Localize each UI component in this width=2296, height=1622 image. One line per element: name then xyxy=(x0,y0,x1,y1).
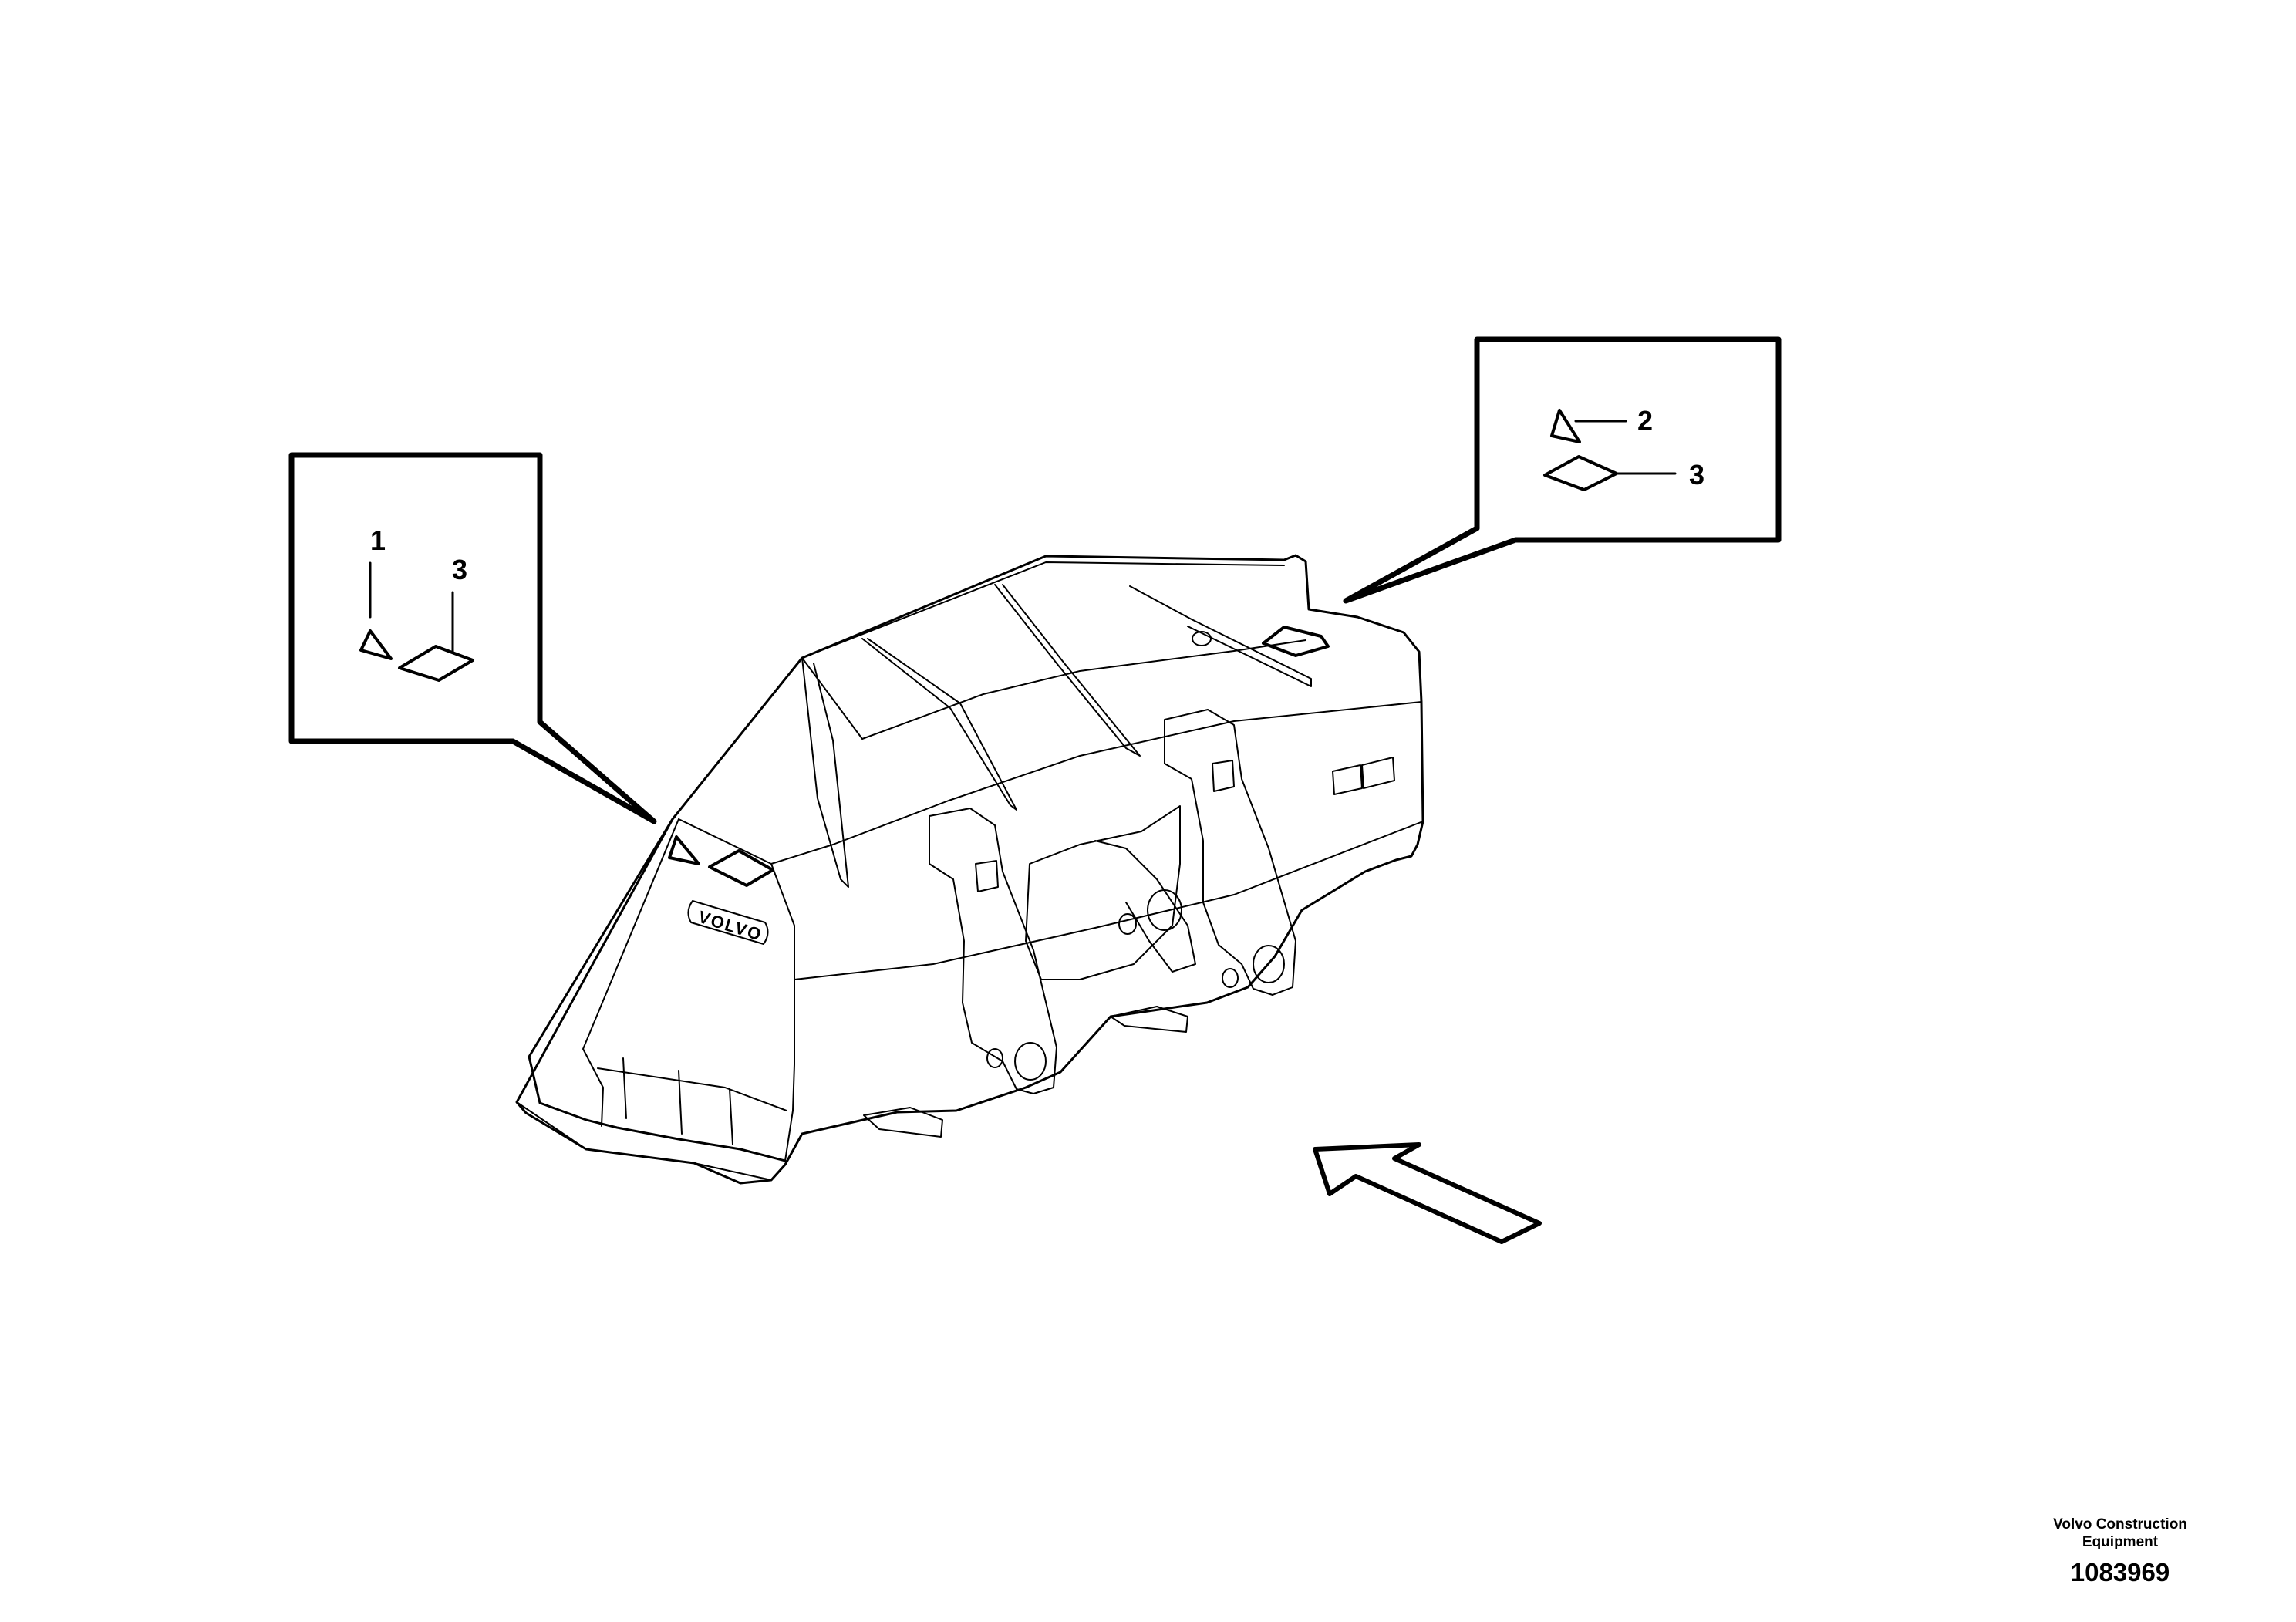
document-number: 1083969 xyxy=(2070,1558,2170,1587)
diamond-decal-icon xyxy=(398,645,474,682)
callout-right-label-3: 3 xyxy=(1689,459,1704,491)
company-name-line2: Equipment xyxy=(2082,1534,2159,1550)
company-name-line1: Volvo Construction xyxy=(2053,1516,2187,1533)
diamond-decal-icon xyxy=(1262,626,1330,657)
diamond-decal-icon xyxy=(708,849,774,887)
view-direction-arrow-icon xyxy=(1313,1142,1542,1244)
callout-left-label-3: 3 xyxy=(452,554,467,585)
callout-left-label-1: 1 xyxy=(370,524,386,556)
diamond-decal-icon xyxy=(1543,455,1618,491)
title-block: Volvo Construction Equipment 1083969 xyxy=(2020,1516,2220,1588)
triangle-decal-icon xyxy=(1550,409,1581,443)
triangle-decal-icon xyxy=(668,835,700,865)
volvo-logo-plate: VOLVO xyxy=(687,900,769,945)
callout-right: 2 3 xyxy=(1343,336,1782,604)
callout-right-label-2: 2 xyxy=(1637,405,1653,437)
callout-left: 1 3 xyxy=(288,452,657,824)
loader-bucket: VOLVO xyxy=(515,554,1424,1185)
triangle-decal-icon xyxy=(359,629,393,660)
